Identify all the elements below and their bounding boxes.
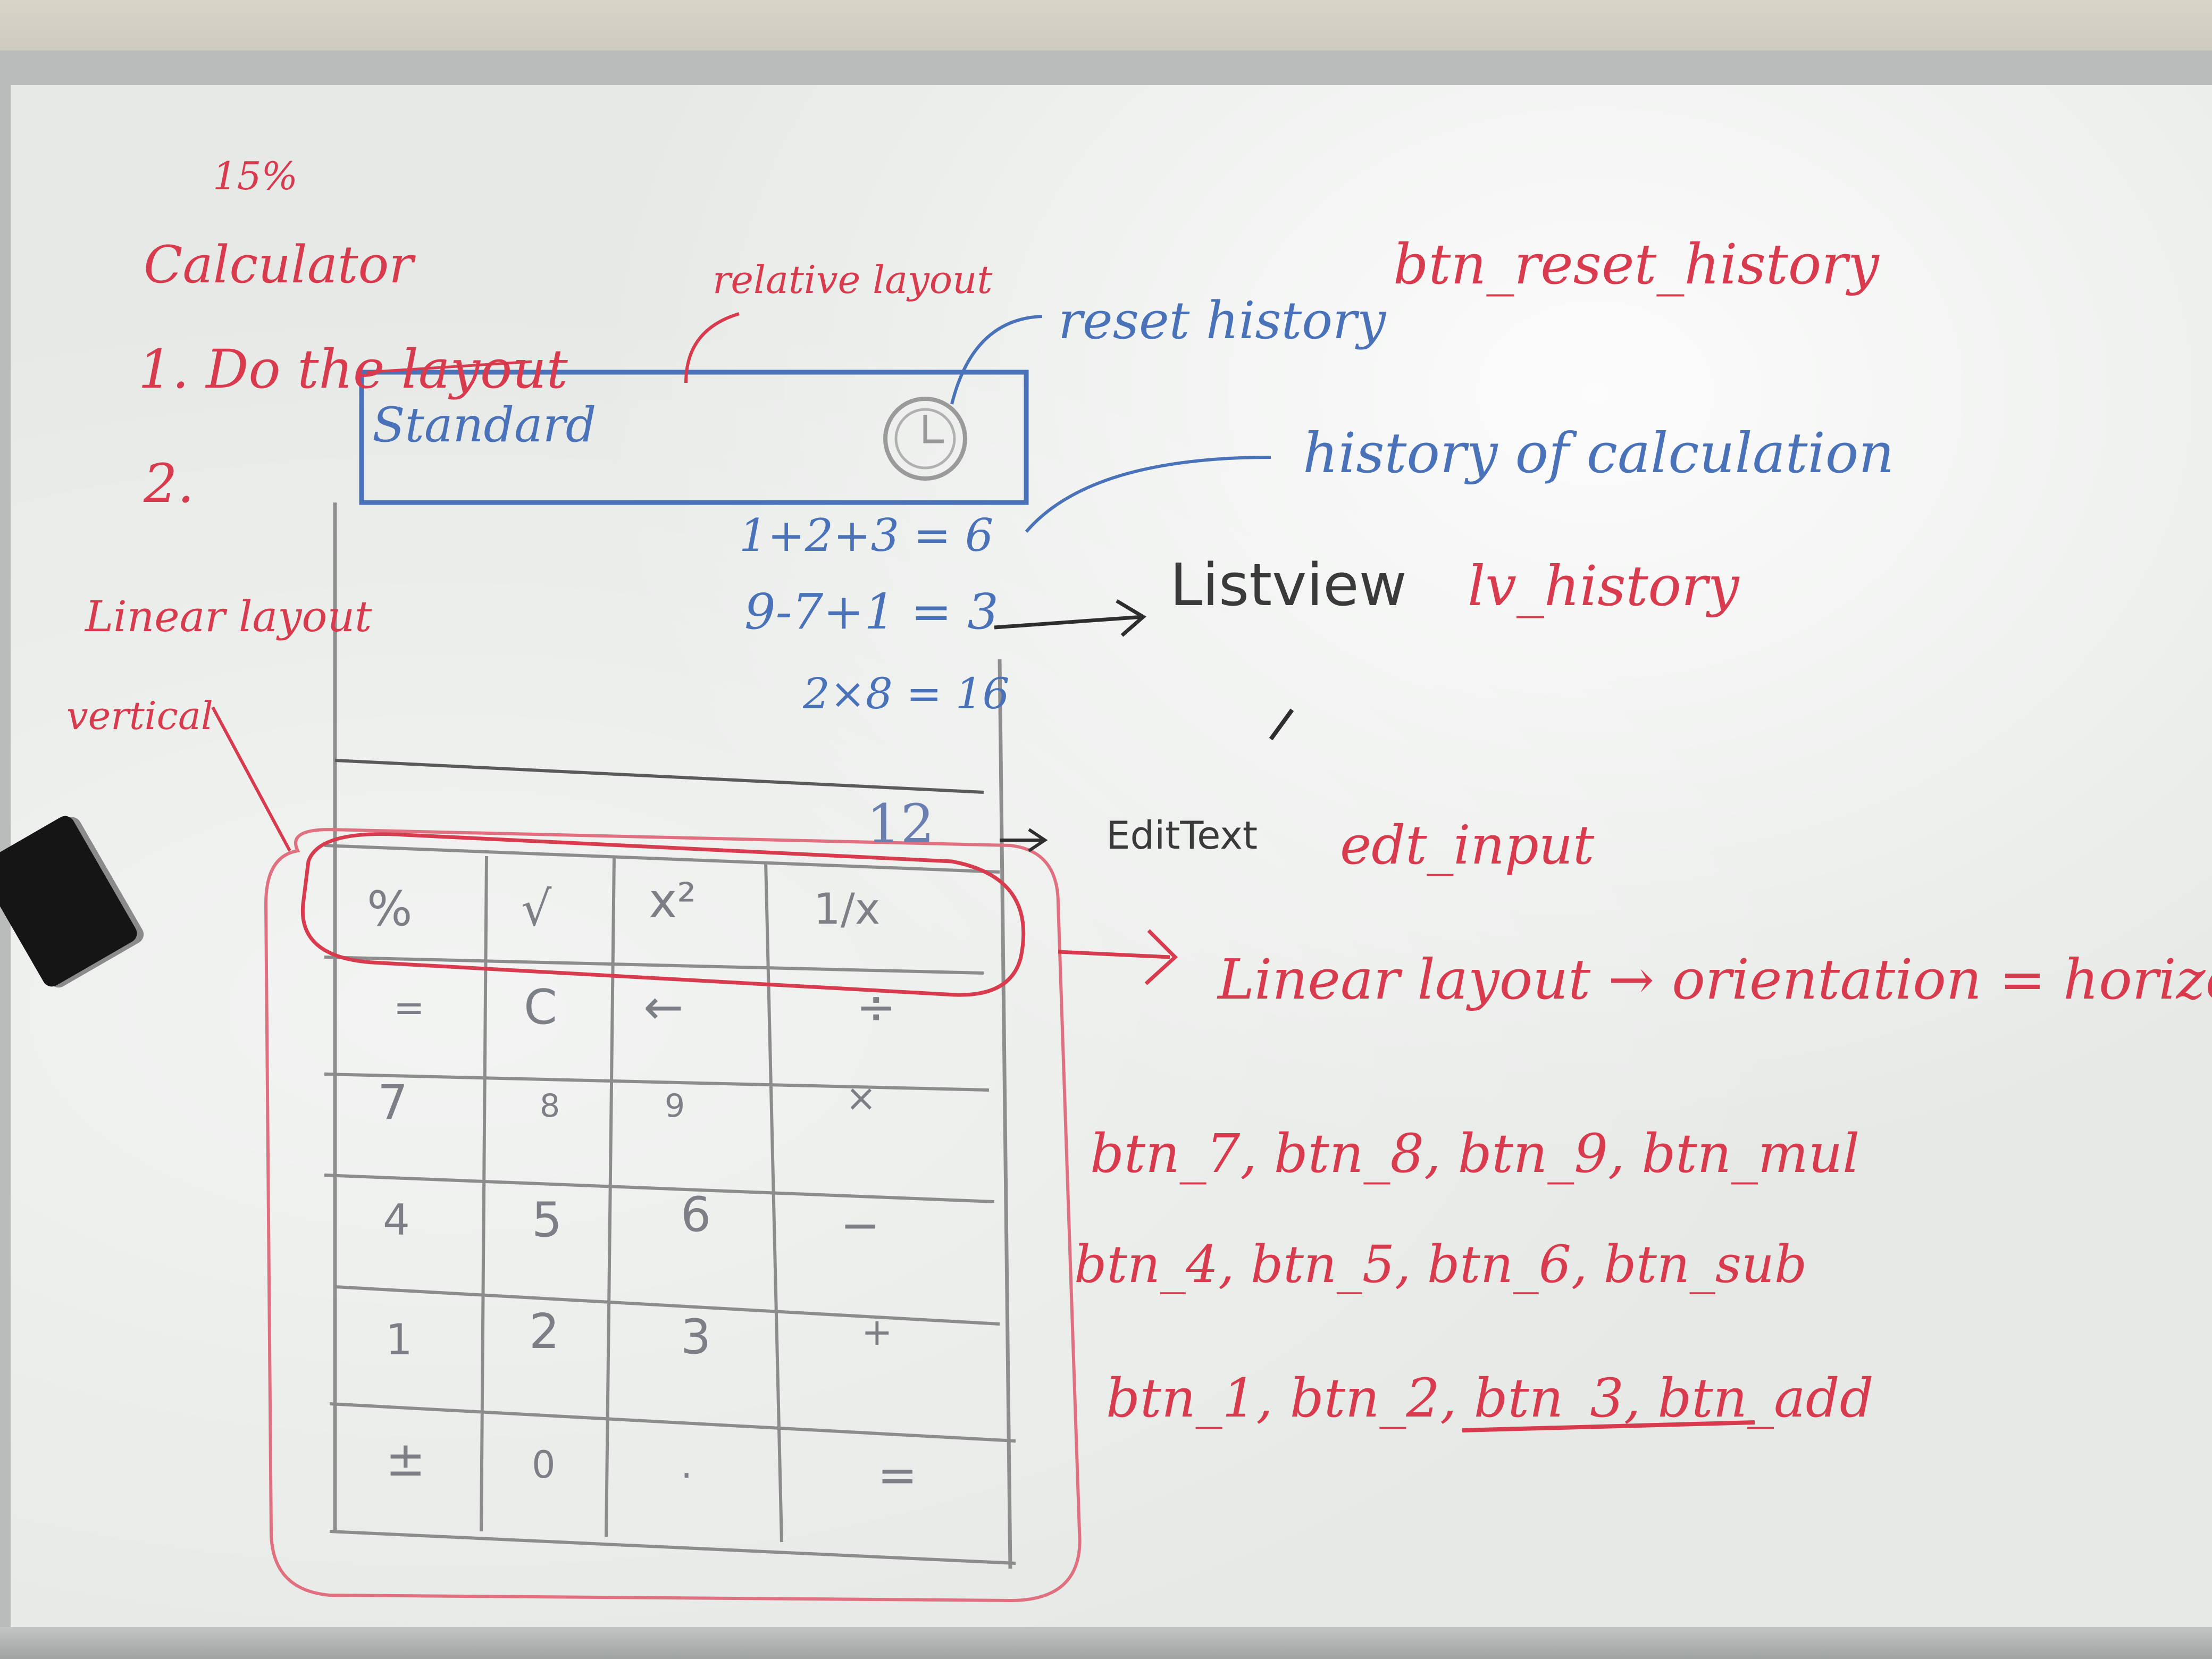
note-history-of-calculation: history of calculation	[1303, 421, 1895, 485]
app-title-standard: Standard	[372, 397, 597, 453]
key-6: 6	[681, 1187, 711, 1243]
note-title: Calculator	[144, 235, 414, 295]
key-3: 3	[681, 1309, 711, 1365]
note-ids-123: btn_1, btn_2, btn_3, btn_add	[1106, 1367, 1874, 1429]
note-ids-456: btn_4, btn_5, btn_6, btn_sub	[1074, 1235, 1807, 1294]
note-lv-history: lv_history	[1468, 554, 1739, 618]
note-btn-reset-history: btn_reset_history	[1393, 232, 1879, 297]
linear-layout-arrow	[1058, 929, 1178, 985]
key-2: 2	[529, 1304, 560, 1360]
key-plus-minus: ±	[386, 1431, 426, 1487]
whiteboard-surface	[11, 85, 2212, 1627]
note-edittext: EditText	[1106, 813, 1258, 858]
input-value: 12	[867, 793, 935, 855]
note-linear-horizontal: Linear layout → orientation = horizont	[1218, 947, 2212, 1012]
key-divide: ÷	[856, 979, 896, 1035]
listview-arrow	[994, 599, 1146, 637]
key-4: 4	[383, 1195, 410, 1245]
phone-outline	[333, 502, 1012, 1569]
key-9: 9	[665, 1087, 685, 1125]
key-square: x²	[649, 873, 697, 929]
key-backspace: ←	[643, 979, 684, 1035]
edittext-arrow	[1000, 828, 1048, 852]
key-1: 1	[386, 1315, 413, 1364]
key-percent: %	[367, 881, 413, 937]
marker-tray	[0, 1627, 2212, 1659]
note-reset-history: reset history	[1058, 291, 1386, 350]
history-divider	[334, 759, 984, 794]
note-percent: 15%	[213, 154, 298, 198]
key-8: 8	[540, 1087, 560, 1125]
key-multiply: ×	[845, 1076, 877, 1120]
key-plus: +	[861, 1310, 893, 1354]
history-row-3: 2×8 = 16	[803, 669, 1010, 718]
note-listview: Listview	[1170, 551, 1407, 619]
key-equals: =	[877, 1447, 918, 1503]
note-step1: 1. Do the layout	[138, 338, 568, 400]
key-minus: −	[840, 1197, 881, 1253]
row-highlight	[300, 832, 1026, 997]
header-box	[359, 370, 1029, 505]
history-row-1: 1+2+3 = 6	[739, 509, 994, 562]
clock-icon	[883, 397, 967, 481]
history-row-2: 9-7+1 = 3	[744, 583, 999, 640]
key-sqrt: √	[521, 881, 552, 937]
key-0: 0	[532, 1443, 556, 1487]
note-edt-input: edt_input	[1340, 814, 1595, 876]
key-5: 5	[532, 1192, 563, 1248]
note-linear-layout: Linear layout	[85, 592, 372, 641]
note-relative-layout: relative layout	[713, 257, 993, 302]
key-decimal: .	[681, 1443, 693, 1487]
note-step2: 2.	[144, 453, 195, 515]
note-vertical: vertical	[66, 693, 213, 738]
keypad-box	[264, 827, 1082, 1603]
key-7: 7	[378, 1075, 408, 1131]
key-reciprocal: 1/x	[814, 884, 881, 934]
note-ids-789: btn_7, btn_8, btn_9, btn_mul	[1090, 1122, 1860, 1185]
key-eq-top: =	[393, 986, 425, 1029]
key-clear: C	[524, 979, 557, 1035]
